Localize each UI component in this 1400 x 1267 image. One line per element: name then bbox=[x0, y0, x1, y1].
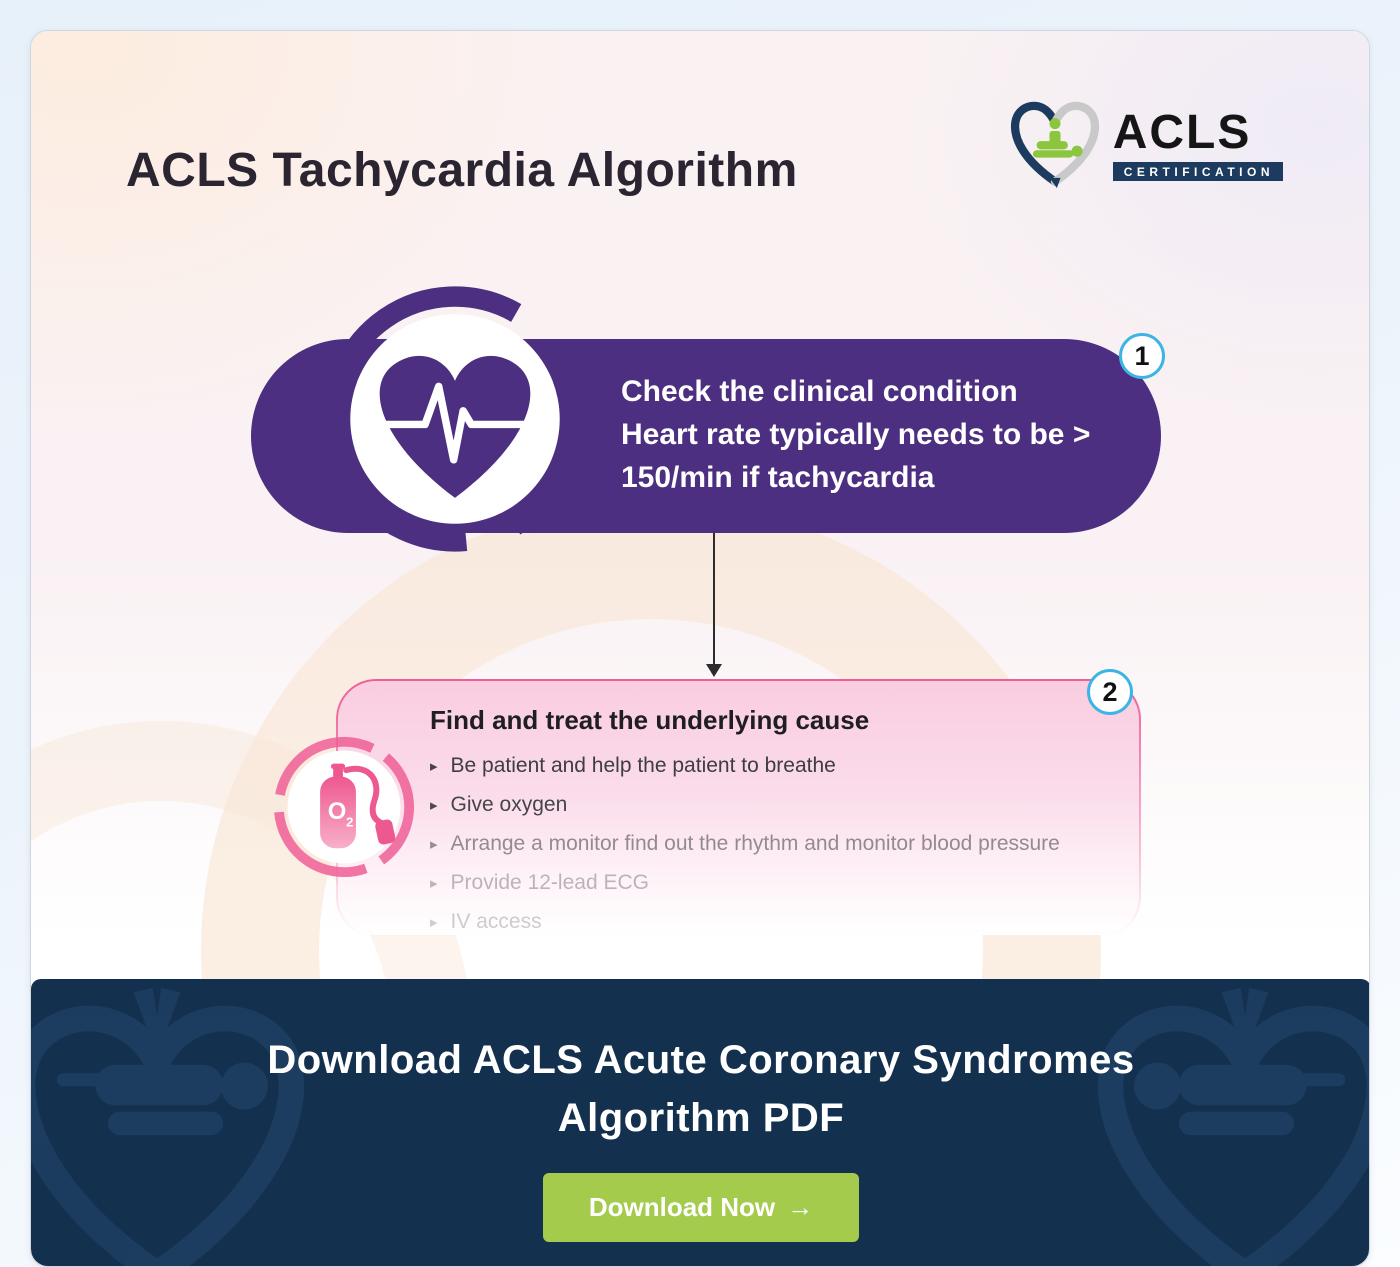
triangle-bullet-icon: ▸ bbox=[430, 758, 438, 775]
bullet-text: Give oxygen bbox=[450, 793, 568, 816]
step1-text: Check the clinical condition Heart rate … bbox=[621, 371, 1091, 500]
logo-brand: ACLS bbox=[1112, 105, 1252, 159]
bullet-text: Be patient and help the patient to breat… bbox=[450, 754, 836, 777]
oxygen-tank-icon: O 2 bbox=[268, 731, 420, 883]
step1-line1: Check the clinical condition bbox=[621, 375, 1018, 408]
bullet-text: Arrange a monitor find out the rhythm an… bbox=[450, 832, 1060, 855]
step2-body: Find and treat the underlying cause ▸ Be… bbox=[338, 681, 1139, 935]
triangle-bullet-icon: ▸ bbox=[430, 875, 438, 892]
triangle-bullet-icon: ▸ bbox=[430, 914, 438, 931]
cpr-heart-watermark-icon bbox=[1085, 979, 1369, 1266]
logo-heart-icon bbox=[1009, 93, 1101, 196]
list-item: ▸ IV access bbox=[430, 910, 1109, 934]
svg-text:2: 2 bbox=[346, 815, 353, 830]
download-now-button[interactable]: Download Now → bbox=[542, 1173, 860, 1242]
list-item: ▸ Give oxygen bbox=[430, 793, 1109, 817]
cpr-heart-watermark-icon bbox=[31, 979, 317, 1266]
banner-title: Download ACLS Acute Coronary Syndromes A… bbox=[31, 1031, 1369, 1147]
list-item: ▸ Be patient and help the patient to bre… bbox=[430, 754, 1109, 778]
step1-line2: Heart rate typically needs to be > 150/m… bbox=[621, 417, 1091, 494]
logo-tagline: CERTIFICATION bbox=[1112, 161, 1283, 181]
triangle-bullet-icon: ▸ bbox=[430, 836, 438, 853]
algorithm-section: ACLS Tachycardia Algorithm bbox=[31, 31, 1369, 979]
infographic-card: ACLS Tachycardia Algorithm bbox=[30, 30, 1370, 1267]
step2-number-badge: 2 bbox=[1087, 669, 1133, 715]
heartbeat-icon bbox=[319, 283, 591, 555]
logo-text: ACLS CERTIFICATION bbox=[1112, 105, 1283, 181]
download-now-label: Download Now bbox=[588, 1192, 776, 1222]
banner-title-line2: Algorithm PDF bbox=[557, 1096, 845, 1140]
svg-text:O: O bbox=[328, 798, 347, 825]
list-item: ▸ Arrange a monitor find out the rhythm … bbox=[430, 832, 1109, 856]
step1-number-badge: 1 bbox=[1119, 333, 1165, 379]
step2-underlying-cause-box: Find and treat the underlying cause ▸ Be… bbox=[273, 669, 1141, 937]
triangle-bullet-icon: ▸ bbox=[430, 797, 438, 814]
step2-heading: Find and treat the underlying cause bbox=[430, 705, 870, 735]
step2-number: 2 bbox=[1102, 676, 1118, 707]
flow-down-arrow bbox=[706, 533, 722, 677]
page-title: ACLS Tachycardia Algorithm bbox=[126, 144, 798, 197]
step1-number: 1 bbox=[1134, 340, 1150, 371]
bullet-text: IV access bbox=[450, 910, 542, 933]
acls-certification-logo: ACLS CERTIFICATION bbox=[1009, 93, 1283, 196]
download-banner: Download ACLS Acute Coronary Syndromes A… bbox=[31, 979, 1369, 1266]
right-arrow-icon: → bbox=[787, 1192, 814, 1222]
list-item: ▸ Provide 12-lead ECG bbox=[430, 871, 1109, 895]
bullet-text: Provide 12-lead ECG bbox=[450, 871, 649, 894]
banner-title-line1: Download ACLS Acute Coronary Syndromes bbox=[267, 1038, 1135, 1082]
